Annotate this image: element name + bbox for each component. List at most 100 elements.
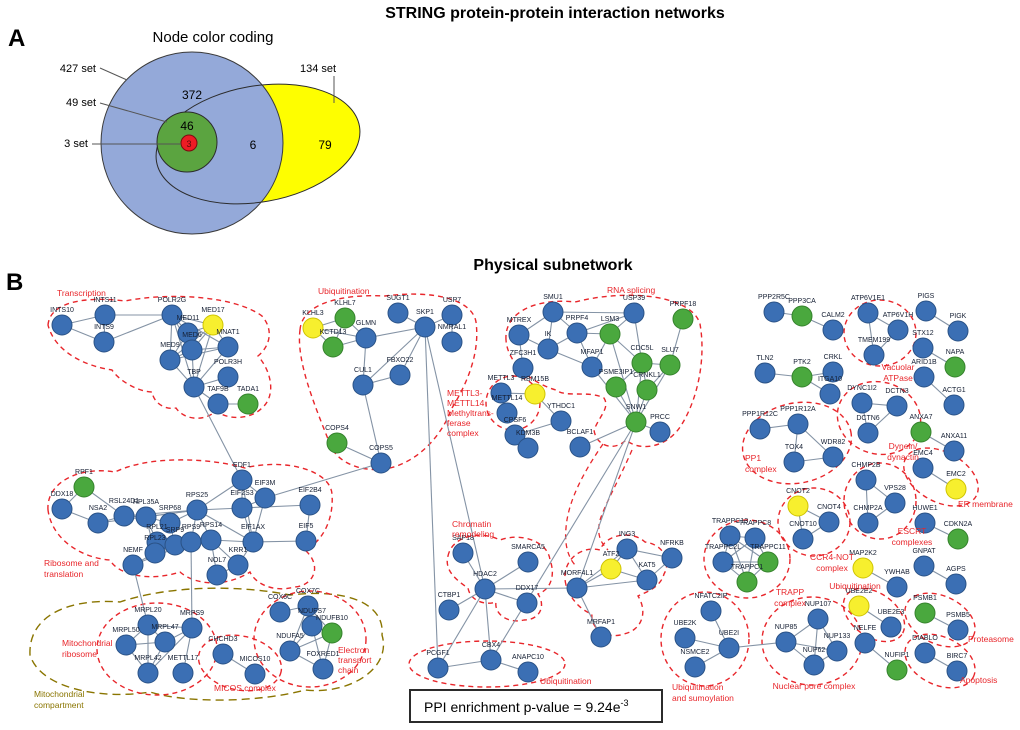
- node-CDC5L[interactable]: [631, 352, 653, 374]
- node-PPP1R12A[interactable]: [787, 413, 809, 435]
- node-COPS4[interactable]: [326, 432, 348, 454]
- node-EIF2S3[interactable]: [231, 497, 253, 519]
- node-PIGS[interactable]: [915, 300, 937, 322]
- node-SKP1[interactable]: [414, 316, 436, 338]
- node-METTL14[interactable]: [496, 402, 518, 424]
- node-POLR3H[interactable]: [217, 366, 239, 388]
- node-INTS10[interactable]: [51, 314, 73, 336]
- node-CALM2[interactable]: [822, 319, 844, 341]
- node-NUP62[interactable]: [803, 654, 825, 676]
- node-LSM3[interactable]: [599, 323, 621, 345]
- node-MED17[interactable]: [202, 314, 224, 336]
- node-MTREX[interactable]: [508, 324, 530, 346]
- node-ITGA10[interactable]: [819, 383, 841, 405]
- node-FBXO22[interactable]: [389, 364, 411, 386]
- node-TRAPPC2L[interactable]: [712, 551, 734, 573]
- node-MRPS9[interactable]: [181, 617, 203, 639]
- node-PIGK[interactable]: [947, 320, 969, 342]
- venn-red-set[interactable]: [180, 134, 198, 152]
- node-ANXA7[interactable]: [910, 421, 932, 443]
- node-NDUFB10[interactable]: [321, 622, 343, 644]
- node-SAP18[interactable]: [452, 542, 474, 564]
- node-PPP2R5C[interactable]: [763, 301, 785, 323]
- node-DDX17[interactable]: [516, 592, 538, 614]
- node-DYNC1I2[interactable]: [851, 392, 873, 414]
- node-PTK2[interactable]: [791, 366, 813, 388]
- node-TRAPPC8[interactable]: [744, 527, 766, 549]
- node-EDF1[interactable]: [231, 469, 253, 491]
- node-STX12[interactable]: [912, 337, 934, 359]
- node-EIF2B4[interactable]: [299, 494, 321, 516]
- node-SNW1[interactable]: [625, 411, 647, 433]
- node-RPS9[interactable]: [180, 531, 202, 553]
- node-NMRAL1[interactable]: [441, 331, 463, 353]
- node-NUFIP1[interactable]: [886, 659, 908, 681]
- node-ATP6V1E1[interactable]: [857, 302, 879, 324]
- node-KLHL7[interactable]: [334, 307, 356, 329]
- node-ATP6V1H[interactable]: [887, 319, 909, 341]
- node-CNOT2[interactable]: [787, 495, 809, 517]
- node-EMC2[interactable]: [945, 478, 967, 500]
- node-NDUFA5[interactable]: [279, 640, 301, 662]
- node-DCTN6[interactable]: [857, 422, 879, 444]
- node-EIF1AX[interactable]: [242, 531, 264, 553]
- node-KAT5[interactable]: [636, 569, 658, 591]
- node-HDAC2[interactable]: [474, 578, 496, 600]
- node-NAPA[interactable]: [944, 356, 966, 378]
- node-PSME3IP1[interactable]: [605, 376, 627, 398]
- node-MRPL20[interactable]: [137, 614, 159, 636]
- node-EIF5[interactable]: [295, 530, 317, 552]
- node-EIF3M[interactable]: [254, 487, 276, 509]
- node-PSMB1[interactable]: [914, 602, 936, 624]
- node-CBX4[interactable]: [480, 649, 502, 671]
- node-SRP68[interactable]: [159, 512, 181, 534]
- node-WDR82[interactable]: [822, 446, 844, 468]
- node-CNOT10[interactable]: [792, 528, 814, 550]
- node-MED9[interactable]: [159, 349, 181, 371]
- node-TMEM199[interactable]: [863, 344, 885, 366]
- node-DIABLO[interactable]: [914, 642, 936, 664]
- node-BCLAF1[interactable]: [569, 436, 591, 458]
- node-NEMF[interactable]: [122, 554, 144, 576]
- node-HUWE1[interactable]: [914, 512, 936, 534]
- node-UBE2E3[interactable]: [880, 616, 902, 638]
- node-RPS14[interactable]: [200, 529, 222, 551]
- node-CUL1[interactable]: [352, 374, 374, 396]
- node-METTL17[interactable]: [172, 662, 194, 684]
- node-MFAP1[interactable]: [581, 356, 603, 378]
- node-YTHDC1[interactable]: [550, 410, 572, 432]
- node-CNOT4[interactable]: [818, 511, 840, 533]
- node-MRPL50[interactable]: [115, 634, 137, 656]
- node-GLMN[interactable]: [355, 327, 377, 349]
- node-POLR2G[interactable]: [161, 304, 183, 326]
- node-TAF9B[interactable]: [207, 393, 229, 415]
- node-TLN2[interactable]: [754, 362, 776, 384]
- node-MRPL47[interactable]: [154, 631, 176, 653]
- node-NDUFS7[interactable]: [301, 615, 323, 637]
- node-TRAPPC1[interactable]: [736, 571, 758, 593]
- node-ANXA11[interactable]: [943, 440, 965, 462]
- node-SUGT1[interactable]: [387, 302, 409, 324]
- node-ANAPC10[interactable]: [517, 661, 539, 683]
- node-RSL24D1[interactable]: [113, 505, 135, 527]
- node-PCGF1[interactable]: [427, 657, 449, 679]
- node-MRPL42[interactable]: [137, 662, 159, 684]
- node-CDKN2A[interactable]: [947, 528, 969, 550]
- node-TRAPPC13[interactable]: [719, 525, 741, 547]
- node-TADA1[interactable]: [237, 393, 259, 415]
- node-CHMP2A[interactable]: [857, 512, 879, 534]
- node-CPSF6[interactable]: [504, 424, 526, 446]
- node-MED6[interactable]: [181, 339, 203, 361]
- node-UBE2I[interactable]: [718, 637, 740, 659]
- node-CRKL[interactable]: [822, 361, 844, 383]
- node-MNAT1[interactable]: [217, 336, 239, 358]
- node-SMARCA5[interactable]: [517, 551, 539, 573]
- node-MICOS10[interactable]: [244, 663, 266, 685]
- node-COPS5[interactable]: [370, 452, 392, 474]
- node-INTS11[interactable]: [94, 304, 116, 326]
- node-KDM3B[interactable]: [517, 437, 539, 459]
- node-EMC4[interactable]: [912, 457, 934, 479]
- node-MORF4L1[interactable]: [566, 577, 588, 599]
- node-RBM15B[interactable]: [524, 383, 546, 405]
- node-TBP[interactable]: [183, 376, 205, 398]
